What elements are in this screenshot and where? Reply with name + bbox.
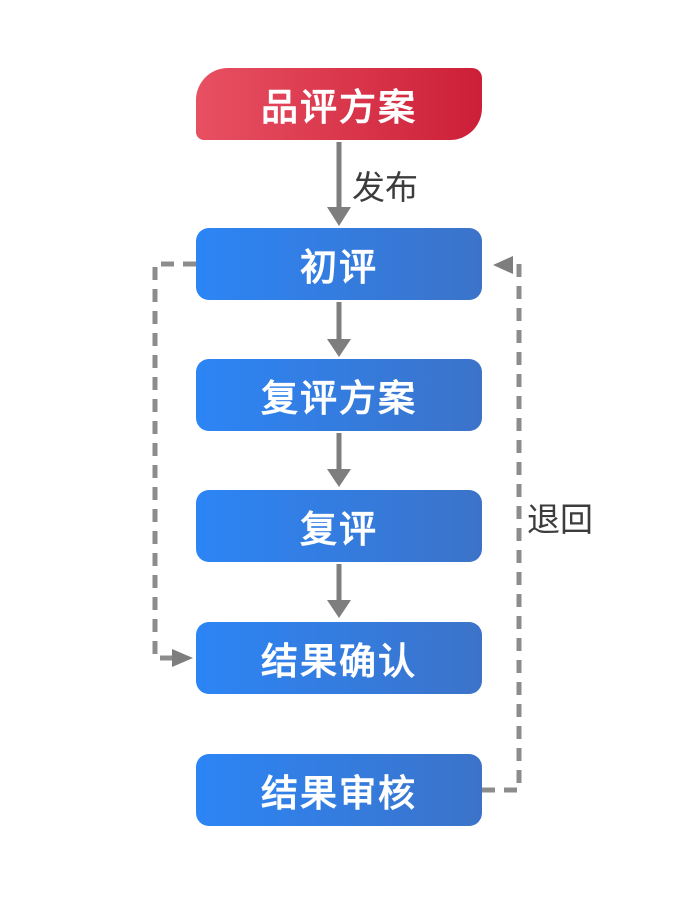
node-label: 复评 (300, 509, 378, 550)
arrow-reeval-to-confirm (327, 564, 351, 618)
node-evaluation-plan: 品评方案 (196, 68, 482, 140)
node-label: 结果审核 (261, 773, 417, 814)
arrowhead-left-icon (493, 256, 513, 274)
edge-label-return: 退回 (527, 501, 593, 538)
dashed-line (482, 260, 522, 793)
node-label: 品评方案 (261, 87, 417, 128)
arrow-replan-to-reeval (327, 433, 351, 487)
node-re-evaluation: 复评 (196, 490, 482, 562)
dashed-line (152, 261, 196, 661)
edge-label-publish: 发布 (352, 169, 418, 206)
node-re-evaluation-plan: 复评方案 (196, 359, 482, 431)
node-initial-evaluation: 初评 (196, 228, 482, 300)
dashed-return-connector (482, 256, 522, 793)
arrowhead-down-icon (327, 207, 351, 226)
node-label: 结果确认 (261, 641, 417, 682)
arrowhead-down-icon (327, 600, 351, 618)
arrow-publish (327, 142, 351, 226)
arrowhead-down-icon (327, 339, 351, 357)
arrow-initial-to-replan (327, 302, 351, 357)
arrowhead-right-icon (172, 649, 193, 667)
node-label: 复评方案 (261, 378, 417, 419)
node-label: 初评 (300, 247, 378, 288)
node-result-review: 结果审核 (196, 754, 482, 826)
arrowhead-down-icon (327, 469, 351, 487)
dashed-skip-connector (152, 261, 196, 667)
node-result-confirmation: 结果确认 (196, 622, 482, 694)
